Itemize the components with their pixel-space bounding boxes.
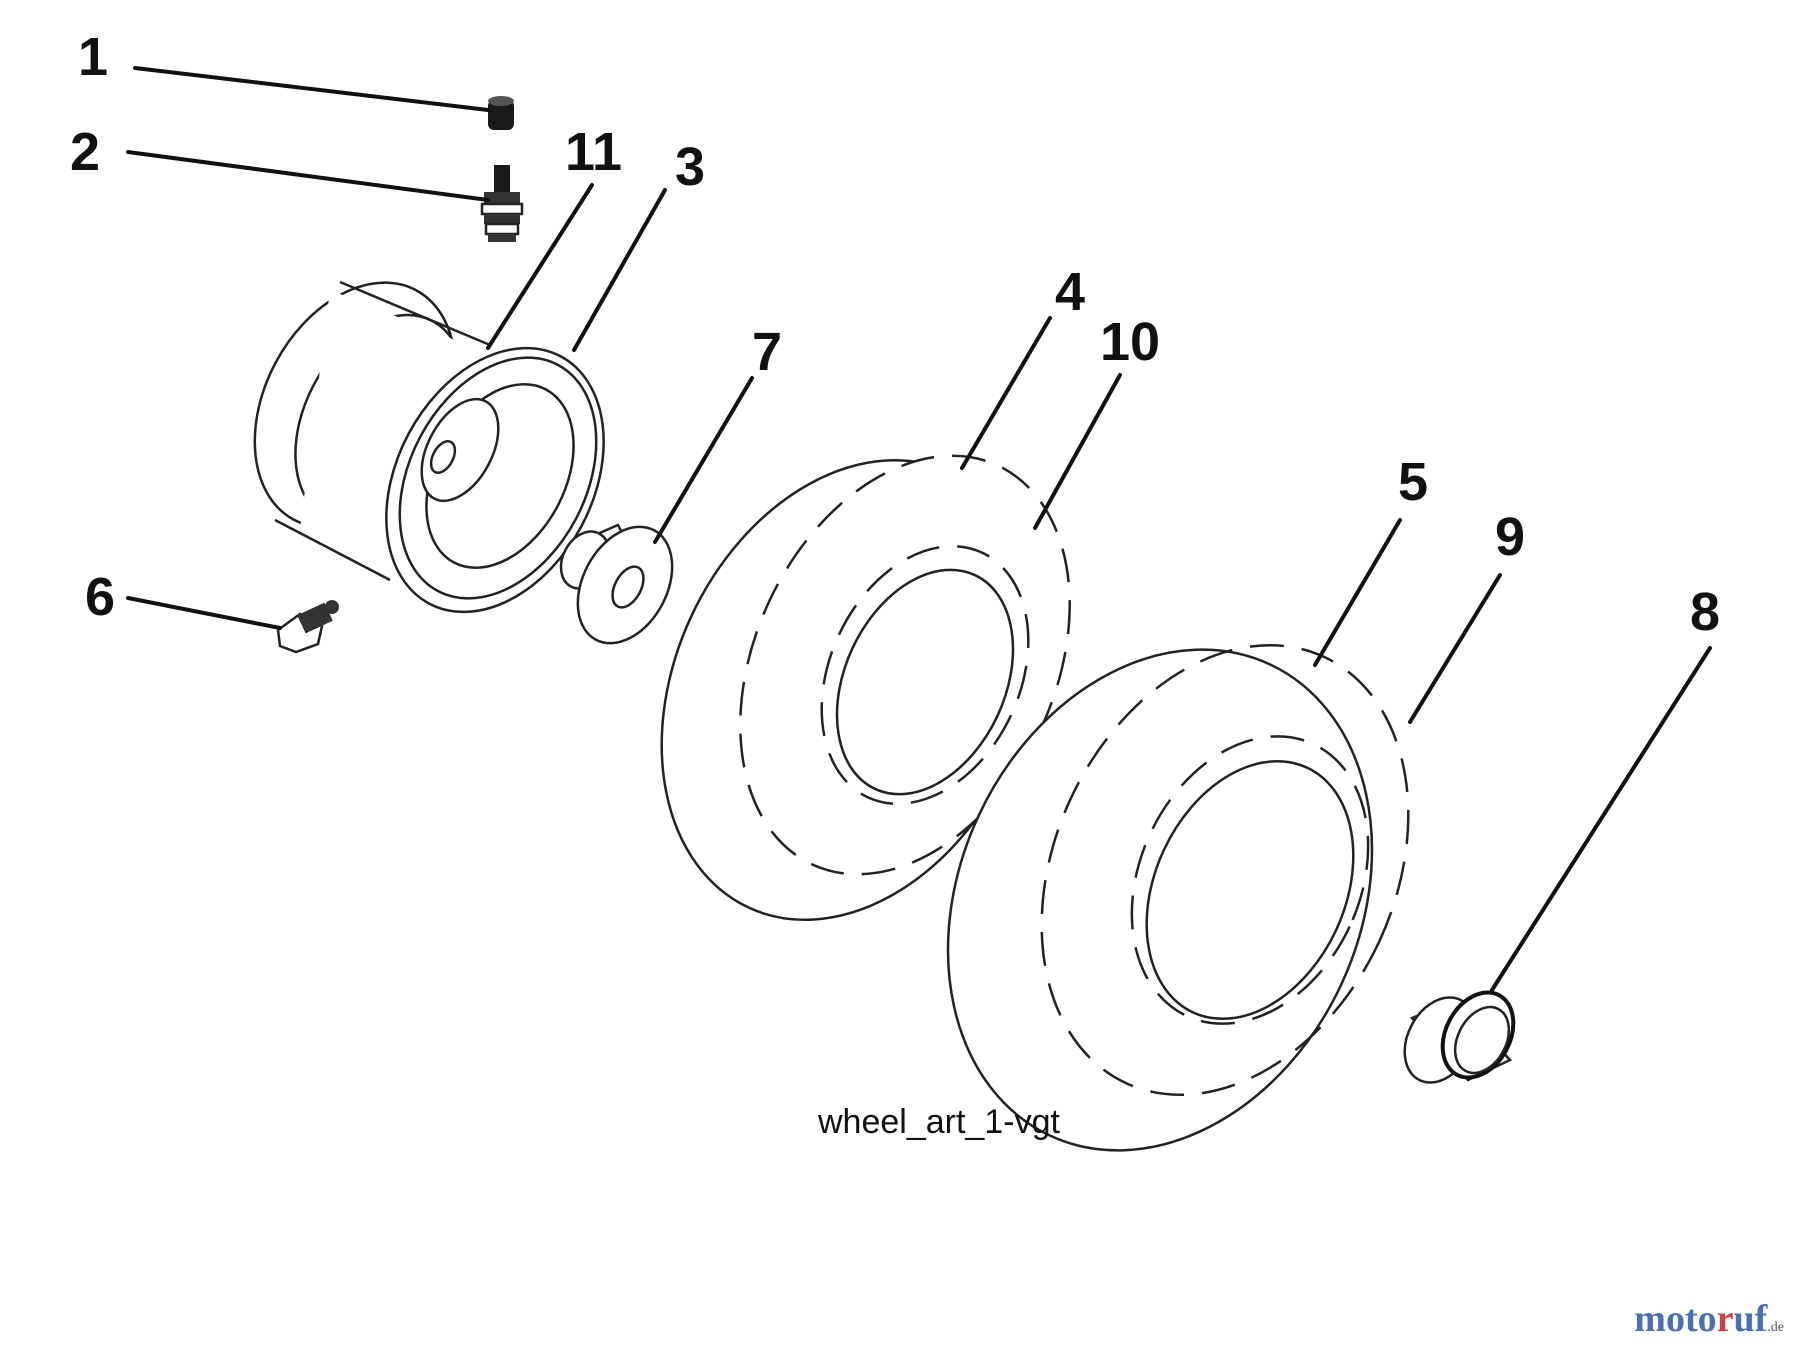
leader-11	[486, 183, 594, 350]
part-rear-tire	[946, 643, 1410, 1152]
watermark-part3: uf	[1733, 1298, 1768, 1340]
leader-3	[572, 188, 667, 352]
part-grease-fitting	[276, 600, 339, 654]
leader-9	[1408, 573, 1502, 724]
leader-2	[126, 150, 490, 202]
part-rim	[253, 280, 605, 614]
part-front-tire	[660, 454, 1071, 921]
leader-7	[653, 376, 754, 544]
leader-8	[1490, 646, 1712, 992]
callout-11: 11	[565, 122, 622, 182]
leader-4	[960, 316, 1052, 470]
callout-10: 10	[1100, 312, 1160, 372]
watermark-part1: moto	[1634, 1298, 1717, 1340]
callout-3: 3	[675, 137, 705, 197]
leader-5	[1313, 518, 1402, 667]
callout-5: 5	[1398, 452, 1428, 512]
part-flange-bushing	[559, 523, 674, 645]
callout-1: 1	[78, 27, 108, 87]
art-identifier: wheel_art_1-vgt	[817, 1103, 1060, 1141]
leader-lines	[126, 66, 1712, 992]
callout-7: 7	[752, 322, 782, 382]
callout-6: 6	[85, 567, 115, 627]
callout-numbers: 1 2 11 3 4 10 7 6 5 9 8	[70, 27, 1720, 642]
leader-10	[1033, 373, 1122, 530]
callout-8: 8	[1690, 582, 1720, 642]
watermark-logo: motoruf.de	[1634, 1297, 1784, 1341]
part-bushing	[1403, 990, 1516, 1084]
part-valve-stem	[480, 165, 524, 242]
leader-6	[126, 596, 282, 630]
watermark-tld: .de	[1767, 1320, 1784, 1335]
callout-9: 9	[1495, 507, 1525, 567]
watermark-part2: r	[1716, 1298, 1734, 1340]
callout-4: 4	[1055, 262, 1085, 322]
callout-2: 2	[70, 122, 100, 182]
part-valve-cap	[488, 96, 514, 130]
leader-1	[133, 66, 490, 112]
